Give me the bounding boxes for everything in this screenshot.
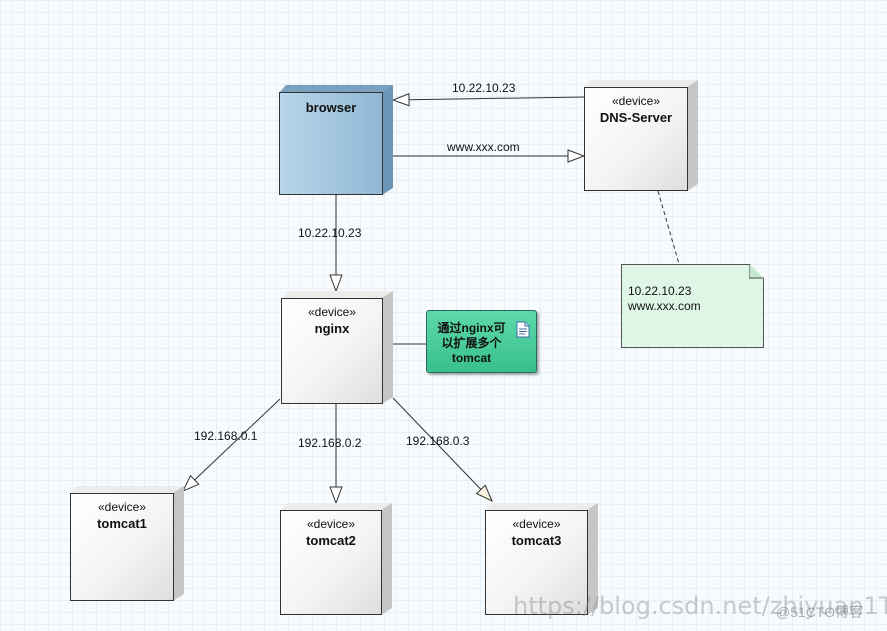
edge-label-nginx-to-tomcat2: 192.168.0.2 — [298, 436, 362, 450]
tomcat1-label: tomcat1 — [97, 516, 147, 531]
tomcat3-stereotype: «device» — [512, 517, 561, 531]
edge-nginx-to-tomcat3[interactable] — [392, 397, 492, 501]
nginx-node[interactable]: «device» nginx — [281, 291, 393, 404]
tomcat2-stereotype: «device» — [306, 517, 356, 531]
dns-server-label: DNS-Server — [599, 110, 673, 125]
tomcat3-label: tomcat3 — [511, 533, 562, 548]
nginx-stereotype: «device» — [307, 305, 357, 319]
note-fold-edge — [749, 264, 764, 279]
tomcat1-stereotype: «device» — [97, 500, 147, 514]
browser-node-label: browser — [305, 100, 357, 115]
tomcat3-node[interactable]: «device» tomcat3 — [485, 503, 598, 615]
document-icon — [516, 321, 530, 338]
nginx-comment[interactable]: 通过nginx可 以扩展多个 tomcat — [426, 310, 537, 373]
edge-label-dns-to-browser: 10.22.10.23 — [452, 81, 516, 95]
browser-node[interactable]: browser — [279, 85, 393, 195]
edge-label-browser-to-nginx: 10.22.10.23 — [298, 226, 362, 240]
note-anchor-line — [657, 190, 680, 265]
dns-note-line-2: www.xxx.com — [628, 299, 701, 313]
dns-server-node[interactable]: «device» DNS-Server — [584, 80, 698, 191]
dns-server-stereotype: «device» — [611, 94, 661, 108]
dns-note-line-1: 10.22.10.23 — [628, 284, 692, 298]
dns-note[interactable]: 10.22.10.23 www.xxx.com — [621, 264, 764, 348]
edge-nginx-to-tomcat1[interactable] — [183, 398, 281, 491]
edge-label-nginx-to-tomcat3: 192.168.0.3 — [406, 434, 470, 448]
tomcat2-label: tomcat2 — [306, 533, 356, 548]
watermark-url: https://blog.csdn.net/zhiyuan1T — [513, 592, 887, 620]
watermark-badge: @51CTO博客 — [776, 604, 864, 620]
nginx-label: nginx — [314, 321, 350, 336]
tomcat1-node[interactable]: «device» tomcat1 — [70, 486, 184, 601]
tomcat2-node[interactable]: «device» tomcat2 — [280, 503, 392, 615]
edge-label-browser-to-dns: www.xxx.com — [447, 140, 520, 154]
edge-label-nginx-to-tomcat1: 192.168.0.1 — [194, 429, 258, 443]
edge-dns-to-browser[interactable] — [393, 97, 585, 100]
